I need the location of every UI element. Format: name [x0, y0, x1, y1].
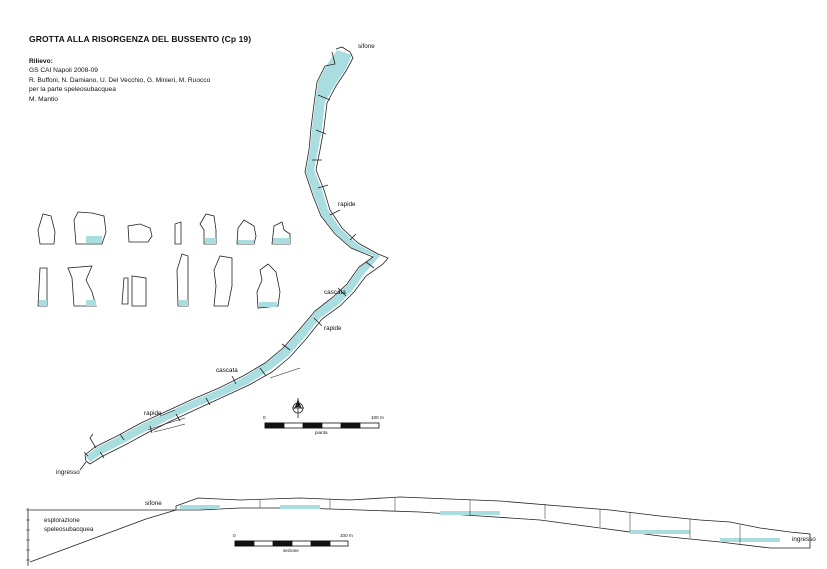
- survey-line-diver: M. Mantio: [29, 95, 58, 103]
- plan-scale-end: 100 m: [371, 415, 384, 420]
- section-scale-caption: sezione: [283, 548, 299, 553]
- section-scale-start: 0: [233, 533, 236, 538]
- survey-credits: Rilievo: GS CAI Napoli 2008-09 R. Buffon…: [29, 57, 210, 104]
- plan-label-sifone: sifone: [358, 43, 375, 50]
- survey-line-diving-part: per la parte speleosubacquea: [29, 86, 116, 94]
- plan-label-rapide-3: rapide: [144, 410, 162, 417]
- section-label-speleosubacquea: speleosubacquea: [44, 526, 94, 533]
- plan-label-cascata-1: cascata: [324, 289, 346, 296]
- north-arrow-icon: [292, 398, 304, 418]
- plan-label-rapide-1: rapide: [338, 201, 356, 208]
- section-label-ingresso: ingresso: [792, 536, 816, 543]
- cross-sections-row-2-water: [39, 300, 277, 307]
- plan-scale-bar: [264, 422, 380, 429]
- survey-heading: Rilievo:: [29, 58, 53, 65]
- plan-label-cascata-2: cascata: [216, 367, 238, 374]
- survey-line-group: GS CAI Napoli 2008-09: [29, 67, 98, 75]
- longitudinal-section: [26, 496, 811, 566]
- section-label-esplorazione: esplorazione: [44, 517, 80, 524]
- plan-passage-outline: [79, 46, 389, 471]
- cross-sections-row-1: [37, 211, 291, 245]
- cross-sections-row-2: [37, 253, 281, 309]
- plan-label-rapide-2: rapide: [324, 325, 342, 332]
- cross-sections-row-1-water: [86, 236, 290, 244]
- section-label-sifone: sifone: [145, 500, 162, 507]
- plan-scale-start: 0: [263, 415, 266, 420]
- section-scale-end: 100 m: [340, 533, 353, 538]
- plan-water-fill: [86, 50, 380, 462]
- survey-line-surveyors: R. Buffoni, N. Damiano, U. Del Vecchio, …: [29, 76, 211, 84]
- plan-label-ingresso: ingresso: [56, 469, 80, 476]
- section-scale-bar: [234, 540, 349, 547]
- plan-scale-caption: pianta: [315, 430, 328, 435]
- drawing-title: GROTTA ALLA RISORGENZA DEL BUSSENTO (Cp …: [29, 34, 252, 44]
